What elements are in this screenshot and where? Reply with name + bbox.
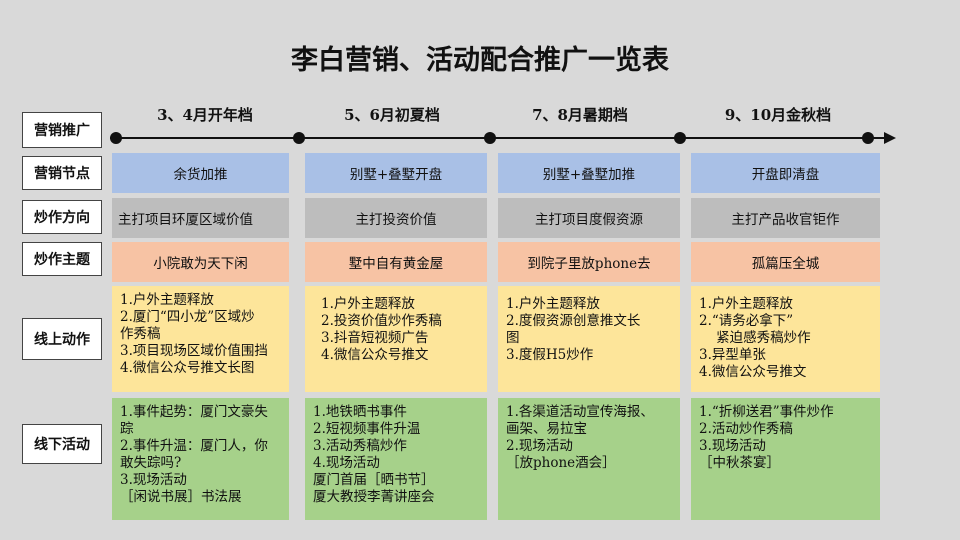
list-item: 作秀稿 [120,326,161,342]
list-item: 2.“请务必拿下” [699,313,794,329]
theme-cell: 小院敢为天下闲 [112,242,289,282]
offline-cell: 1.各渠道活动宣传海报、 画架、易拉宝 2.现场活动 ［放phone酒会］ [498,398,680,520]
period-4: 9、10月金秋档 [724,106,832,124]
list-item: ［闲说书展］书法展 [120,489,242,505]
row-label-direction: 炒作方向 [22,200,102,234]
list-item: 厦门首届［晒书节］ [313,472,435,488]
direction-cell: 主打产品收官钜作 [691,198,880,238]
offline-cell: 1.“折柳送君”事件炒作 2.活动炒作秀稿 3.现场活动 ［中秋茶宴］ [691,398,880,520]
node-cell: 开盘即清盘 [691,153,880,193]
list-item: 3.现场活动 [120,472,187,488]
row-label-marketing: 营销推广 [22,112,102,148]
list-item: 2.活动炒作秀稿 [699,421,793,437]
list-item: 1.“折柳送君”事件炒作 [699,404,834,420]
list-item: 1.户外主题释放 [506,296,600,312]
list-item: 踪 [120,421,134,437]
list-item: 1.户外主题释放 [699,296,793,312]
list-item: 1.户外主题释放 [120,292,214,308]
list-item: 图 [506,330,520,346]
timeline-arrowhead [884,132,896,144]
node-cell: 别墅+叠墅开盘 [305,153,487,193]
offline-cell: 1.地铁晒书事件 2.短视频事件升温 3.活动秀稿炒作 4.现场活动 厦门首届［… [305,398,487,520]
page-title: 李白营销、活动配合推广一览表 [291,45,669,76]
list-item: 敢失踪吗? [120,455,182,471]
list-item: ［放phone酒会］ [506,455,616,471]
list-item: 厦大教授李菁讲座会 [313,489,435,505]
list-item: 4.微信公众号推文长图 [120,360,255,376]
list-item: 1.各渠道活动宣传海报、 [506,404,654,420]
timeline-dot [862,132,874,144]
list-item: 1.户外主题释放 [321,296,415,312]
theme-cell: 到院子里放phone去 [498,242,680,282]
row-label-online: 线上动作 [22,318,102,360]
timeline-dot [484,132,496,144]
direction-cell: 主打项目环厦区域价值 [112,198,289,238]
list-item: 3.活动秀稿炒作 [313,438,407,454]
list-item: 2.厦门“四小龙”区域炒 [120,309,255,325]
list-item: 4.现场活动 [313,455,380,471]
online-cell: 1.户外主题释放 2.投资价值炒作秀稿 3.抖音短视频广告 4.微信公众号推文 [305,286,487,392]
list-item: 3.项目现场区域价值围挡 [120,343,268,359]
theme-cell: 孤篇压全城 [691,242,880,282]
period-1: 3、4月开年档 [157,106,253,124]
node-cell: 别墅+叠墅加推 [498,153,680,193]
list-item: 3.异型单张 [699,347,766,363]
list-item: 3.现场活动 [699,438,766,454]
theme-cell: 墅中自有黄金屋 [305,242,487,282]
node-cell: 余货加推 [112,153,289,193]
list-item: 2.现场活动 [506,438,573,454]
list-item: 画架、易拉宝 [506,421,587,437]
list-item: 1.事件起势：厦门文豪失 [120,404,268,420]
list-item: ［中秋茶宴］ [699,455,780,471]
direction-cell: 主打项目度假资源 [498,198,680,238]
list-item: 2.投资价值炒作秀稿 [321,313,442,329]
timeline-dot [110,132,122,144]
row-label-nodes: 营销节点 [22,156,102,190]
list-item: 3.度假H5炒作 [506,347,594,363]
row-label-theme: 炒作主题 [22,242,102,276]
list-item: 紧迫感秀稿炒作 [699,330,811,346]
online-cell: 1.户外主题释放 2.“请务必拿下” 紧迫感秀稿炒作 3.异型单张 4.微信公众… [691,286,880,392]
list-item: 2.短视频事件升温 [313,421,421,437]
timeline-dot [674,132,686,144]
row-label-offline: 线下活动 [22,424,102,464]
offline-cell: 1.事件起势：厦门文豪失 踪 2.事件升温：厦门人，你 敢失踪吗? 3.现场活动… [112,398,289,520]
period-2: 5、6月初夏档 [344,106,440,124]
timeline-dot [293,132,305,144]
list-item: 4.微信公众号推文 [699,364,807,380]
list-item: 1.地铁晒书事件 [313,404,407,420]
period-3: 7、8月暑期档 [532,106,628,124]
online-cell: 1.户外主题释放 2.厦门“四小龙”区域炒 作秀稿 3.项目现场区域价值围挡 4… [112,286,289,392]
online-cell: 1.户外主题释放 2.度假资源创意推文长 图 3.度假H5炒作 [498,286,680,392]
list-item: 4.微信公众号推文 [321,347,429,363]
list-item: 2.度假资源创意推文长 [506,313,641,329]
list-item: 2.事件升温：厦门人，你 [120,438,268,454]
list-item: 3.抖音短视频广告 [321,330,429,346]
direction-cell: 主打投资价值 [305,198,487,238]
